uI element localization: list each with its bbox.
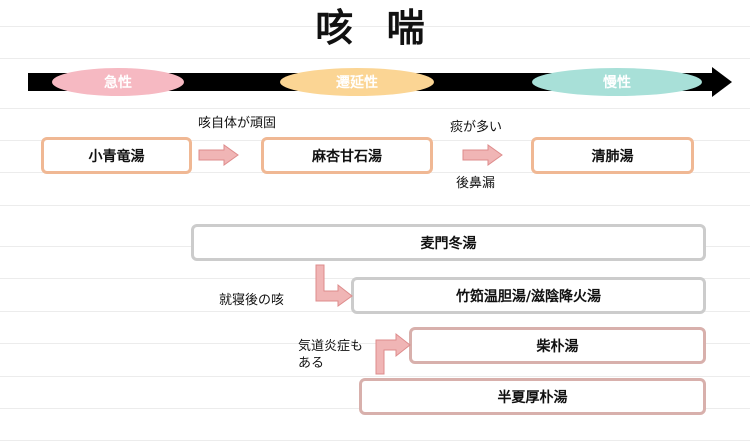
- stage-acute: 急性: [52, 68, 184, 96]
- label-bedtime-cough: 就寝後の咳: [219, 293, 285, 308]
- label-much-phlegm: 痰が多い: [450, 120, 503, 135]
- timeline-arrowhead: [712, 67, 732, 97]
- box-saibokuto: 柴朴湯: [409, 327, 706, 364]
- arrow-right-icon: [198, 144, 239, 166]
- box-chikujo-untanto-jiin-kokato: 竹筎温胆湯/滋陰降火湯: [351, 277, 706, 314]
- box-shoseiryuto: 小青竜湯: [41, 137, 192, 174]
- label-airway-inflammation-line1: 気道炎症も: [298, 339, 364, 354]
- bent-arrow-right-icon: [375, 332, 411, 375]
- bent-arrow-right-icon: [315, 264, 353, 307]
- stage-prolonged: 遷延性: [280, 68, 434, 96]
- label-airway-inflammation-line2: ある: [298, 356, 325, 371]
- box-makyokansekito: 麻杏甘石湯: [261, 137, 433, 174]
- arrow-right-icon: [462, 144, 503, 166]
- box-hange-kobokuto: 半夏厚朴湯: [359, 378, 706, 415]
- box-seihaito: 清肺湯: [531, 137, 694, 174]
- stage-chronic: 慢性: [532, 68, 702, 96]
- label-stubborn-cough: 咳自体が頑固: [198, 116, 277, 131]
- label-postnasal-drip: 後鼻漏: [456, 176, 496, 191]
- page-title: 咳 喘: [315, 6, 435, 50]
- box-bakumondoto: 麦門冬湯: [191, 224, 706, 261]
